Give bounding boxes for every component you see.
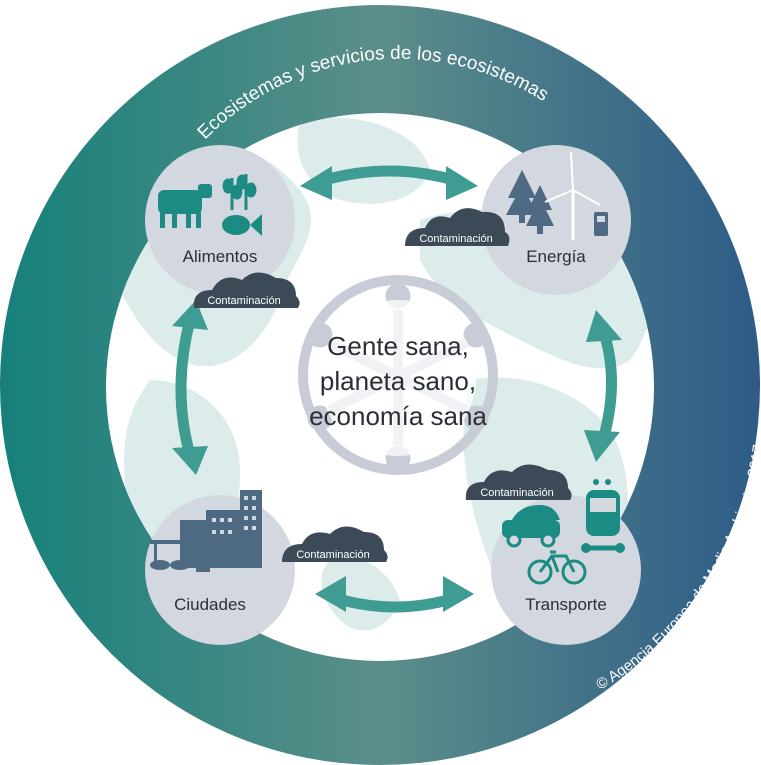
trees-icon (506, 170, 554, 234)
pollution-cloud-transporte: Contaminación (465, 464, 572, 500)
arrows (172, 165, 622, 613)
node-label-ciudades: Ciudades (174, 595, 246, 614)
pollution-cloud-alimentos: Contaminación (193, 272, 300, 308)
pollution-label-energia: Contaminación (419, 233, 492, 245)
center-line-1: Gente sana, (327, 331, 469, 361)
node-label-transporte: Transporte (525, 595, 607, 614)
node-transporte: Transporte (491, 479, 641, 645)
center-line-3: economía sana (309, 401, 487, 431)
arrow-energia-transporte (584, 310, 622, 462)
pollution-cloud-ciudades: Contaminación (282, 526, 388, 562)
tram-stop-icon (150, 540, 210, 572)
node-ciudades: Ciudades (145, 490, 295, 645)
node-label-alimentos: Alimentos (183, 247, 258, 266)
arrow-alimentos-energia (300, 165, 478, 200)
bicycle-icon (527, 550, 587, 585)
wind-turbine-icon (544, 151, 601, 240)
node-alimentos: Alimentos (145, 145, 295, 295)
cow-icon (158, 184, 212, 228)
train-icon (581, 479, 625, 553)
fish-icon (222, 214, 262, 236)
arrow-ciudades-transporte (315, 576, 474, 613)
emblem-backdrop (320, 300, 476, 456)
node-energia: Energía (481, 145, 631, 295)
node-label-energia: Energía (526, 247, 586, 266)
pollution-cloud-energia: Contaminación (405, 208, 510, 246)
fuel-pump-icon (594, 212, 608, 236)
center-line-2: planeta sano, (320, 366, 476, 396)
wheat-icon (222, 174, 257, 210)
pollution-label-ciudades: Contaminación (296, 549, 369, 561)
center-text: Gente sana, planeta sano, economía sana (309, 331, 487, 431)
pollution-label-transporte: Contaminación (480, 487, 553, 499)
car-icon (502, 505, 560, 548)
buildings-icon (180, 490, 262, 568)
pollution-label-alimentos: Contaminación (207, 295, 280, 307)
